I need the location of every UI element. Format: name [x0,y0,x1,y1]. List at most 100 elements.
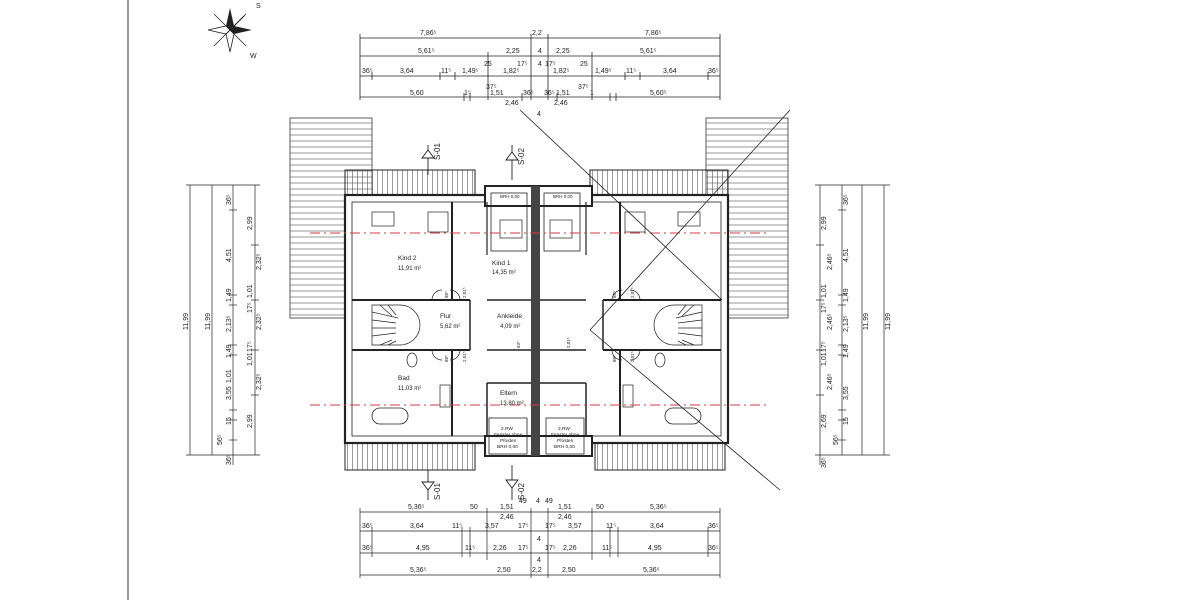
section-markers [421,145,519,500]
dim-label: 1,49 [843,288,850,302]
dim-label: 17⁵ [821,341,828,352]
room-name-kind1: Kind 1 [492,260,511,267]
right-dimension-labels: 2,99 36⁵ 4,51 1,49 2,13⁵ 1,49 3,55 15 2,… [821,194,892,468]
dim-label: 4 [536,498,540,505]
room-area-bad: 11,03 m² [398,386,421,392]
dim-label: 11,99 [183,313,190,330]
staircase-right [653,304,703,346]
dim-label: 3,64 [663,68,677,75]
dim-label: 2,26 [563,545,577,552]
dim-label: 17⁵ [545,61,556,68]
dim-label: 1,49 [843,344,850,358]
staircase-left [371,304,421,346]
dim-label: 1,51 [500,504,514,511]
dim-label: 2,46⁵ [827,313,834,330]
dim-label: 2,25 [506,48,520,55]
room-name-bad: Bad [398,375,410,382]
dim-label: 2,32⁵ [256,373,263,390]
dim-label: 36⁵ [523,90,534,97]
dim-label: 1,49 [226,344,233,358]
dim-label: 15 [226,417,233,425]
dim-label: 4,95 [416,545,430,552]
door-label: 88⁵ [612,291,617,298]
desk-kind2 [371,211,395,227]
desk-right-c [677,211,701,227]
window-note: Fenster ohne [494,432,523,438]
dim-label: 1,01 [821,284,828,298]
compass-star-icon: S W [207,3,261,60]
compass-letter-w: W [250,53,257,60]
sink-left [439,384,451,408]
dim-label: 17⁵ [518,545,529,552]
section-label-s01-bottom: S-01 [433,483,442,500]
dim-label: 36⁵ [708,68,719,75]
brh-label: BRH 0,00 [500,194,520,199]
axis-lines [310,232,770,406]
dim-label: 3,55 [226,386,233,400]
dim-label: 56⁵ [833,434,840,445]
dim-label: 2,99 [247,216,254,230]
desk-kind2-b [427,211,449,233]
dim-label: 3,55 [843,386,850,400]
dim-label: 2,46⁵ [827,253,834,270]
dim-label: 2,13⁵ [226,315,233,332]
dim-label: 2,26 [493,545,507,552]
dim-label: 2,13⁵ [843,315,850,332]
dim-label: 11,99 [885,313,892,330]
dim-label: 36⁵ [544,90,555,97]
door-label: 2,01⁵ [462,351,467,362]
room-area-kind1: 14,35 m² [492,270,516,276]
top-dimension-chains [359,34,721,101]
dim-label: 2,46 [554,100,568,107]
dim-label: 1,01 [226,369,233,383]
dim-label: 2,50 [562,567,576,574]
dim-label: 2,2 [532,567,542,574]
left-dimension-labels: 11,99 11,99 36⁵ 2,99 4,51 1,49 2,13⁵ 1,4… [183,194,263,465]
dim-label: 2,32⁵ [256,313,263,330]
top-dimension-labels: 7,86⁵ 2,2 7,86⁵ 5,61⁵ 2,25 4 2,25 5,61⁵ … [362,30,719,118]
dim-label: 2,46⁵ [827,373,834,390]
dim-label: 1 [590,90,594,97]
dim-label: 2,46 [505,100,519,107]
dim-label: 3,64 [400,68,414,75]
dim-label: 4 [538,48,542,55]
desk-right-a [549,219,573,239]
room-area-flur: 5,62 m² [440,324,460,330]
dim-label: 11,99 [205,313,212,330]
section-label-s02-top: S-02 [517,148,526,165]
dim-label: 36⁵ [843,194,850,205]
dim-label: 3,57 [485,523,499,530]
right-dimension-chains [815,184,890,465]
door-label: 2,01⁵ [630,287,635,298]
dim-label: 17⁵ [247,341,254,352]
door-dimension-labels: 88⁵ 2,01⁵ 88⁵ 2,01⁵ 88⁵ 2,01⁵ 88⁵ 2,01⁵ … [444,287,635,362]
dim-label: 37⁵ [486,84,497,91]
dim-label: 7,86⁵ [645,30,662,37]
dim-label: 17⁵ [545,545,556,552]
dim-label: 1⁵ [464,90,471,97]
dim-label: 1,49⁵ [595,68,612,75]
dim-label: 17⁵ [545,523,556,530]
door-label: 2,01⁵ [462,287,467,298]
dim-label: 36⁵ [708,545,719,552]
bottom-dimension-chains [359,508,721,578]
dim-label: 2,32⁵ [256,253,263,270]
dim-label: 11,99 [863,313,870,330]
bathtub-left [371,407,409,425]
dim-label: 3,64 [410,523,424,530]
door-label: 63⁵ [516,341,521,348]
door-swings [431,289,641,361]
left-dimension-chains [186,184,260,465]
window-note: Fenster ohne [551,432,580,438]
dim-label: 49 [519,498,527,505]
door-label: 2,01⁵ [630,351,635,362]
section-label-s02-bottom: S-02 [517,483,526,500]
dim-label: 2,99 [821,216,828,230]
room-area-kind2: 11,91 m² [398,266,421,272]
dim-label: 2,2 [532,30,542,37]
room-area-ankleide: 4,09 m² [500,324,520,330]
desk-kind1 [499,219,523,239]
toilet-right [654,352,666,368]
dim-label: 2,46 [558,514,572,521]
